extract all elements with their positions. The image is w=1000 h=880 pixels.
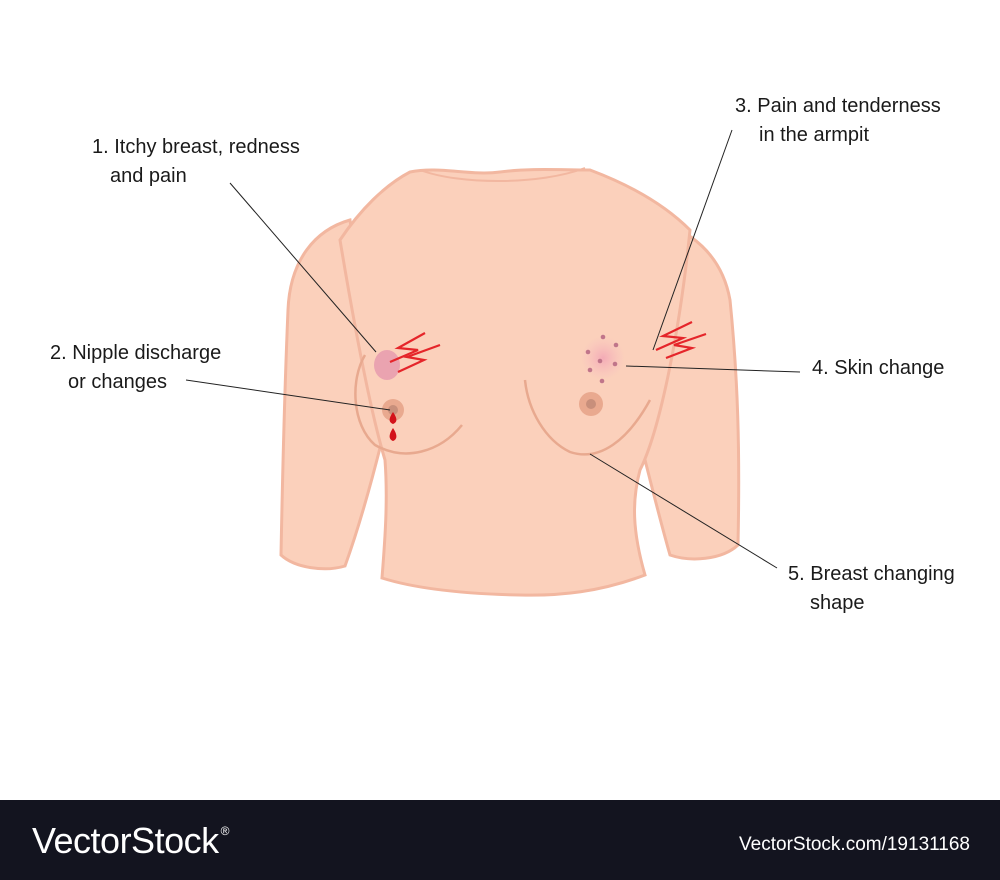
armpit-pain-zigzag-icon [655, 321, 707, 360]
diagram-canvas: 1. Itchy breast, redness and pain 2. Nip… [50, 92, 955, 618]
image-reference: VectorStock.com/19131168 [739, 834, 970, 855]
left-breast-contour [354, 354, 463, 455]
leader-line-5 [589, 453, 778, 569]
torso-body [338, 168, 692, 597]
leader-line-1 [229, 182, 377, 353]
leader-line-2 [185, 379, 391, 411]
pain-zigzag-icon [389, 332, 441, 373]
right-nipple [586, 399, 596, 409]
label-armpit-pain-line1: 3. Pain and tenderness [735, 95, 941, 117]
brand-logo[interactable]: VectorStock® [32, 820, 229, 862]
leader-line-4 [625, 365, 801, 373]
label-nipple-discharge-line1: 2. Nipple discharge [50, 342, 222, 364]
blood-drop-icon [389, 412, 397, 441]
torso-illustration [185, 129, 801, 597]
label-armpit-pain: 3. Pain and tenderness in the armpit [735, 92, 941, 150]
label-skin-change: 4. Skin change [812, 354, 944, 383]
label-nipple-discharge: 2. Nipple discharge or changes [50, 339, 221, 397]
redness-patch [374, 350, 400, 380]
rash-dots [585, 334, 619, 384]
skin-change-rash [581, 336, 625, 380]
registered-mark: ® [220, 824, 230, 838]
left-nipple [388, 405, 398, 415]
label-itchy-breast: 1. Itchy breast, redness and pain [92, 133, 300, 191]
footer-bar: VectorStock® VectorStock.com/19131168 [0, 800, 1000, 880]
right-breast-contour [523, 379, 652, 456]
label-itchy-breast-line1: 1. Itchy breast, redness [92, 136, 300, 158]
label-skin-change-line1: 4. Skin change [812, 357, 945, 379]
label-armpit-pain-line2: in the armpit [759, 124, 870, 146]
leader-line-3 [652, 129, 733, 351]
label-nipple-discharge-line2: or changes [68, 371, 167, 393]
label-breast-shape-line1: 5. Breast changing [788, 563, 955, 585]
label-breast-shape: 5. Breast changing shape [788, 560, 955, 618]
brand-name: VectorStock [32, 820, 219, 861]
label-breast-shape-line2: shape [810, 592, 865, 614]
label-itchy-breast-line2: and pain [110, 165, 187, 187]
